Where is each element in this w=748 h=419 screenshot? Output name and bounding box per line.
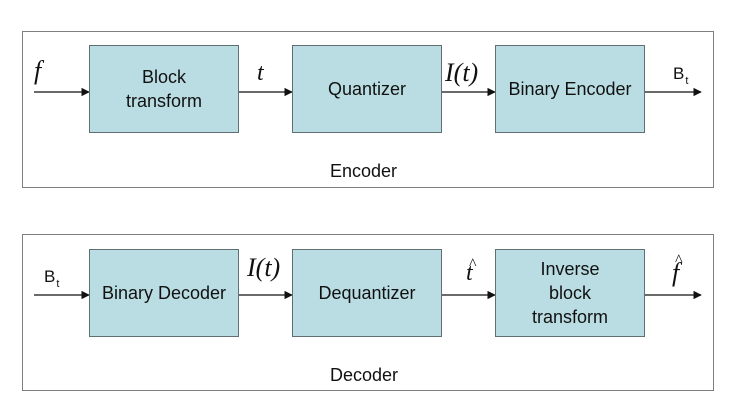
encoder-output-label: Bt xyxy=(673,64,689,87)
encoder-t-label: t xyxy=(257,60,264,86)
quantizer-label: Quantizer xyxy=(327,79,407,99)
dequantizer-block: Dequantizer xyxy=(292,249,442,337)
decoder-input-label: Bt xyxy=(44,267,60,290)
decoder-it-label: I(t) xyxy=(247,253,281,282)
binary-encoder-label: Binary Encoder xyxy=(508,79,632,99)
binary-encoder-block: Binary Encoder xyxy=(495,45,645,133)
binary-decoder-label: Binary Decoder xyxy=(101,283,227,303)
decoder-f-hat-label: f ^ xyxy=(672,252,683,287)
inverse-block-transform-label: Inverse block transform xyxy=(531,259,609,327)
encoder-input-label: f xyxy=(34,56,42,85)
block-transform-block: Block transform xyxy=(89,45,239,133)
quantizer-block: Quantizer xyxy=(292,45,442,133)
encoder-it-label: I(t) xyxy=(445,58,479,87)
dequantizer-label: Dequantizer xyxy=(318,283,416,303)
encoder-caption: Encoder xyxy=(330,161,398,181)
binary-decoder-block: Binary Decoder xyxy=(89,249,239,337)
inverse-block-transform-block: Inverse block transform xyxy=(495,249,645,337)
block-transform-label: Block transform xyxy=(125,67,203,111)
decoder-t-hat-label: t ^ xyxy=(466,256,477,286)
decoder-caption: Decoder xyxy=(330,365,399,385)
